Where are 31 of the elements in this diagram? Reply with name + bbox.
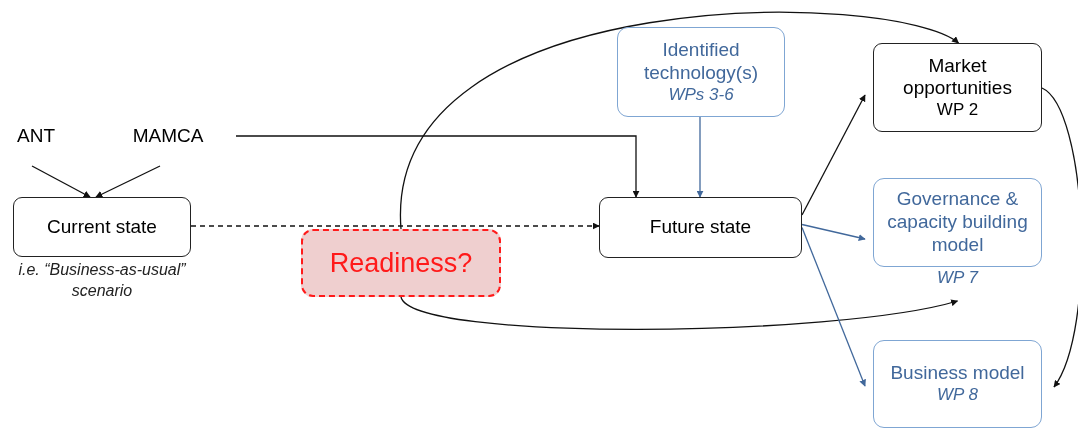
readiness-box bbox=[301, 229, 501, 297]
arrow bbox=[31, 165, 91, 198]
process-box bbox=[873, 43, 1042, 132]
arrow bbox=[190, 222, 600, 230]
work-package-box bbox=[617, 27, 785, 117]
box-title: Market opportunities bbox=[902, 54, 1013, 101]
work-package-label: WP 7 bbox=[936, 268, 980, 288]
arrow bbox=[801, 226, 866, 387]
work-package-label: WP 8 bbox=[937, 385, 978, 406]
arrow bbox=[696, 116, 704, 198]
process-box bbox=[599, 197, 802, 258]
work-package-label: WPs 3-6 bbox=[668, 84, 734, 105]
arrow bbox=[400, 11, 960, 230]
box-title: ANT bbox=[17, 124, 55, 148]
process-box bbox=[13, 197, 191, 257]
arrow bbox=[400, 296, 959, 331]
box-title: Identified technology(s) bbox=[642, 39, 760, 85]
work-package-label: WP 2 bbox=[936, 100, 979, 121]
box-title: Governance & capacity building model bbox=[886, 188, 1029, 257]
arrow bbox=[235, 135, 640, 198]
box-title: Future state bbox=[649, 216, 752, 239]
box-title: MAMCA bbox=[132, 124, 204, 148]
arrow bbox=[801, 223, 866, 241]
box-title: Business model bbox=[890, 362, 1025, 386]
work-package-box bbox=[873, 340, 1042, 428]
arrow bbox=[801, 94, 866, 216]
box-title: Readiness? bbox=[329, 246, 473, 280]
box-title: Current state bbox=[47, 215, 157, 239]
arrow bbox=[95, 165, 161, 198]
scenario-note: i.e. “Business-as-usual” scenario bbox=[17, 260, 187, 301]
arrow bbox=[1041, 87, 1078, 388]
